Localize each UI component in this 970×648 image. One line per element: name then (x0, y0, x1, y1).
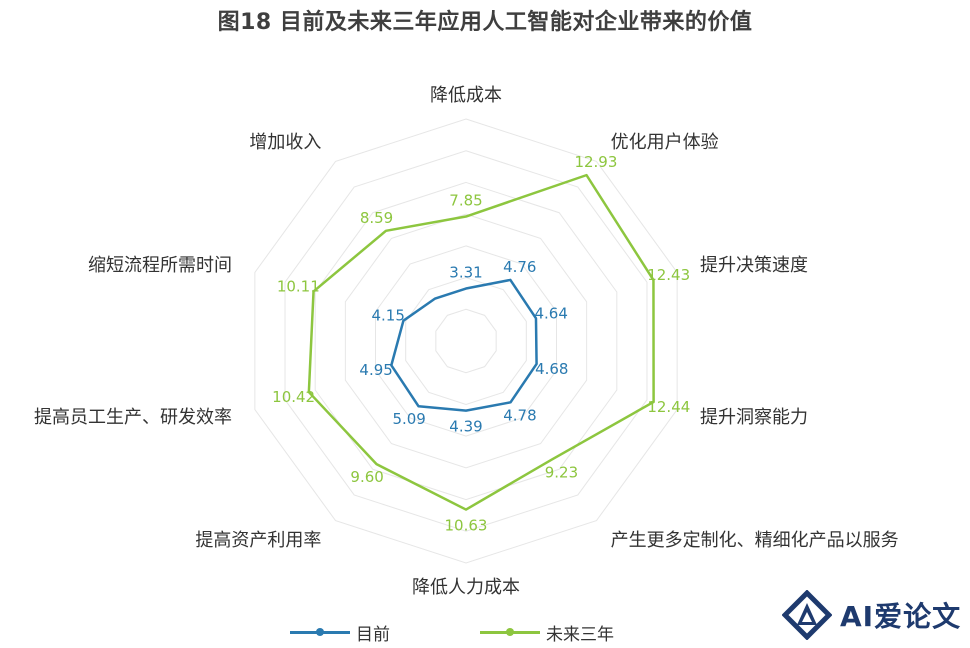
legend-swatch-future (480, 628, 540, 636)
grid-ring (314, 181, 618, 501)
data-label-future: 8.59 (360, 209, 393, 227)
grid-ring (435, 308, 497, 374)
grid-ring (284, 150, 648, 532)
grid-ring (375, 245, 557, 437)
ai-logo-icon (782, 590, 832, 640)
data-label-current: 4.95 (359, 361, 392, 379)
legend-swatch-current (290, 628, 350, 636)
series-line-current (390, 278, 538, 412)
data-label-future: 10.63 (445, 517, 488, 535)
data-label-future: 12.93 (574, 153, 617, 171)
legend-item-future: 未来三年 (480, 620, 614, 645)
data-label-future: 7.85 (449, 192, 482, 210)
data-label-future: 12.44 (647, 398, 690, 416)
data-label-current: 4.64 (534, 304, 567, 322)
category-label: 缩短流程所需时间 (88, 255, 232, 276)
grid-ring (344, 213, 588, 469)
category-label: 提高资产利用率 (195, 530, 321, 551)
category-label: 优化用户体验 (611, 132, 719, 153)
series-line-future (307, 173, 655, 511)
legend-label-current: 目前 (356, 625, 390, 645)
data-label-current: 4.39 (449, 418, 482, 436)
category-label: 提高员工生产、研发效率 (34, 407, 232, 428)
data-label-current: 4.76 (503, 258, 536, 276)
category-label: 降低成本 (430, 85, 502, 106)
data-label-current: 4.68 (535, 360, 568, 378)
category-label: 提升决策速度 (700, 255, 808, 276)
data-label-current: 5.09 (392, 410, 425, 428)
data-label-current: 3.31 (449, 264, 482, 282)
data-label-future: 9.23 (545, 463, 578, 481)
legend-item-current: 目前 (290, 620, 390, 645)
category-label: 降低人力成本 (412, 577, 520, 598)
category-label: 增加收入 (249, 132, 321, 153)
watermark-text: AI爱论文 (840, 600, 962, 633)
watermark: AI爱论文 (770, 582, 970, 648)
category-label: 产生更多定制化、精细化产品以服务 (611, 530, 899, 551)
data-label-future: 10.11 (277, 278, 320, 296)
category-label: 提升洞察能力 (700, 407, 808, 428)
data-label-current: 4.15 (371, 307, 404, 325)
data-label-current: 4.78 (503, 406, 536, 424)
grid-ring (254, 118, 678, 564)
chart-title: 图18 目前及未来三年应用人工智能对企业带来的价值 (217, 10, 753, 35)
data-label-future: 12.43 (647, 266, 690, 284)
legend: 目前 未来三年 (290, 620, 614, 645)
data-label-future: 9.60 (350, 468, 383, 486)
data-label-future: 10.42 (272, 388, 315, 406)
legend-label-future: 未来三年 (546, 625, 614, 645)
grid-ring (405, 277, 527, 405)
